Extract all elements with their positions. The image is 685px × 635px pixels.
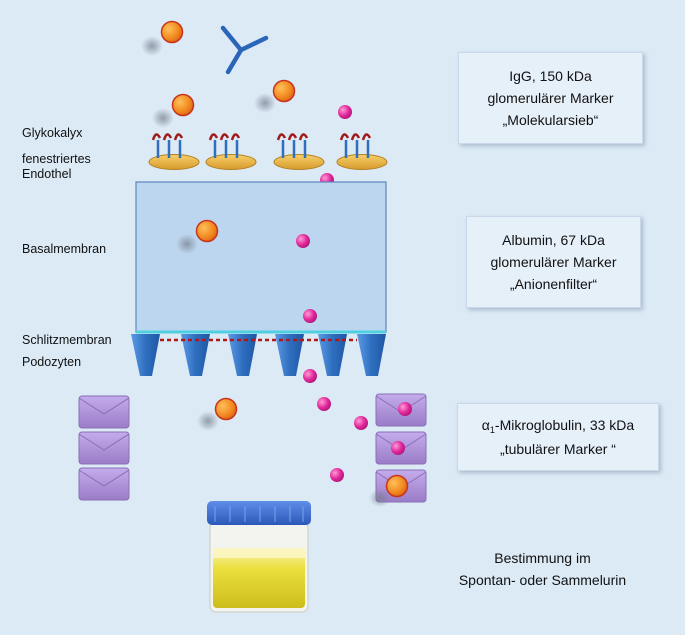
- alpha1-prefix: α: [481, 417, 490, 433]
- alpha1-line2: „tubulärer Marker “: [500, 441, 616, 457]
- bottom-note-line2: Spontan- oder Sammelurin: [458, 571, 627, 588]
- albumin-marker: [303, 369, 317, 383]
- antibody-icon: [220, 25, 269, 75]
- info-box-igg: IgG, 150 kDa glomerulärer Marker „Moleku…: [458, 52, 643, 144]
- igg-line3: „Molekularsieb“: [502, 112, 599, 128]
- igg-line1: IgG, 150 kDa: [509, 68, 592, 84]
- igg-marker: [214, 397, 238, 421]
- albumin-line2: glomerulärer Marker: [490, 254, 617, 270]
- igg-marker: [385, 474, 409, 498]
- label-basalmembran: Basalmembran: [22, 242, 107, 256]
- albumin-marker: [391, 441, 405, 455]
- albumin-marker: [398, 402, 412, 416]
- info-box-albumin: Albumin, 67 kDa glomerulärer Marker „Ani…: [466, 216, 641, 308]
- albumin-marker: [338, 105, 352, 119]
- urine-cup-icon: [207, 501, 311, 613]
- albumin-marker: [303, 309, 317, 323]
- albumin-line1: Albumin, 67 kDa: [502, 232, 605, 248]
- albumin-line3: „Anionenfilter“: [509, 276, 598, 292]
- endothel-glycocalyx-row: [148, 133, 388, 170]
- alpha1-subscript: 1: [489, 425, 495, 435]
- albumin-marker: [330, 468, 344, 482]
- label-endothel-line1: fenestriertes: [22, 152, 91, 166]
- label-schlitzmembran: Schlitzmembran: [22, 333, 112, 347]
- albumin-marker: [354, 416, 368, 430]
- info-box-alpha1: α1-Mikroglobulin, 33 kDa „tubulärer Mark…: [457, 403, 659, 471]
- podozyten-row: [131, 334, 386, 376]
- albumin-marker: [296, 234, 310, 248]
- label-podozyten: Podozyten: [22, 355, 82, 369]
- bottom-note-line1: Bestimmung im: [494, 550, 591, 566]
- alpha1-line1: α1-Mikroglobulin, 33 kDa: [458, 417, 658, 435]
- label-endothel: fenestriertes Endothel: [22, 152, 91, 182]
- igg-line2: glomerulärer Marker: [487, 90, 614, 106]
- igg-marker-group-top: [141, 20, 296, 128]
- basalmembran-block: [135, 181, 387, 333]
- label-glykokalyx: Glykokalyx: [22, 126, 83, 140]
- alpha1-suffix: -Mikroglobulin, 33 kDa: [494, 417, 635, 433]
- bottom-note: Bestimmung im Spontan- oder Sammelurin: [430, 548, 655, 591]
- endothel-cell: [336, 133, 388, 170]
- igg-marker: [195, 219, 219, 243]
- label-endothel-line2: Endothel: [22, 167, 72, 181]
- endothel-cell: [148, 133, 200, 170]
- tubule-cells-left: [78, 395, 130, 501]
- endothel-cell: [205, 133, 257, 170]
- endothel-cell: [273, 133, 325, 170]
- albumin-marker: [317, 397, 331, 411]
